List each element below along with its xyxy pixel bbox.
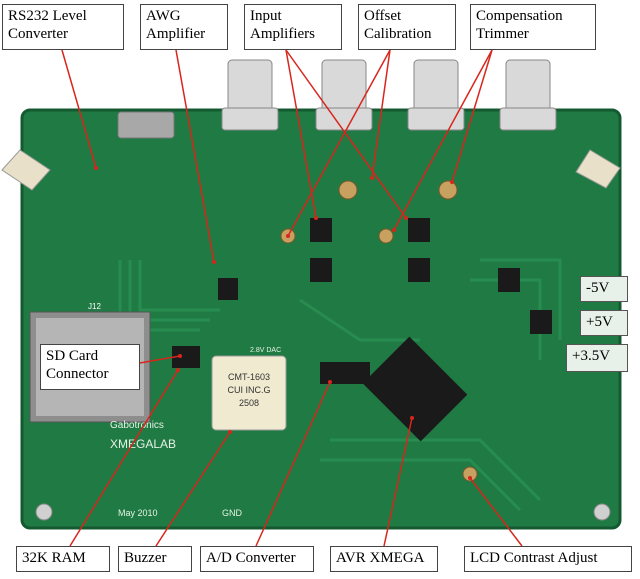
buzzer-text-2: CUI INC.G <box>227 385 270 395</box>
mounting-holes <box>35 503 611 521</box>
label-compensation-trimmer: Compensation Trimmer <box>470 4 596 50</box>
label-input-amplifiers: Input Amplifiers <box>244 4 342 50</box>
standoff-left <box>1 149 51 191</box>
dac-note: 2.8V DAC <box>250 347 281 354</box>
callout-arrows <box>61 49 523 547</box>
buzzer-text-1: CMT-1603 <box>228 372 270 382</box>
bnc-connectors <box>221 59 557 131</box>
standoff-right <box>575 149 621 189</box>
label-32k-ram: 32K RAM <box>16 546 110 572</box>
label-neg5v-text: -5V <box>586 280 610 296</box>
buzzer-component <box>211 355 287 431</box>
label-sd-line1: SD Card <box>46 348 99 364</box>
label-compensation-line2: Trimmer <box>476 26 529 42</box>
label-rs232-line1: RS232 Level <box>8 8 87 24</box>
label-adc-text: A/D Converter <box>206 550 296 566</box>
label-pos3v5-text: +3.5V <box>572 348 611 364</box>
label-input-line1: Input <box>250 8 282 24</box>
gnd-text: GND <box>222 508 243 518</box>
serial-connector <box>117 111 175 139</box>
model-text: XMEGALAB <box>110 437 176 451</box>
buzzer-text-3: 2508 <box>239 398 259 408</box>
brand-text: Gabotronics <box>110 420 164 431</box>
label-awg-line1: AWG <box>146 8 181 24</box>
label-pos5v: +5V <box>580 310 628 336</box>
avr-chip <box>362 336 468 442</box>
label-awg-line2: Amplifier <box>146 26 206 42</box>
label-buzzer-text: Buzzer <box>124 550 167 566</box>
sd-slot-ref: J12 <box>88 302 101 311</box>
label-avr-text: AVR XMEGA <box>336 550 425 566</box>
label-rs232-line2: Converter <box>8 26 68 42</box>
small-ics <box>218 218 552 334</box>
label-offset-line1: Offset <box>364 8 402 24</box>
label-compensation-line1: Compensation <box>476 8 563 24</box>
label-avr-xmega: AVR XMEGA <box>330 546 438 572</box>
label-ram-text: 32K RAM <box>22 550 86 566</box>
label-sd-line2: Connector <box>46 366 109 382</box>
label-sd-card-connector: SD Card Connector <box>40 344 140 390</box>
label-input-line2: Amplifiers <box>250 26 315 42</box>
ram-chip <box>172 346 200 368</box>
label-lcd-contrast-adjust: LCD Contrast Adjust <box>464 546 632 572</box>
adc-chip <box>320 362 370 384</box>
label-offset-calibration: Offset Calibration <box>358 4 456 50</box>
arrow-heads <box>94 166 472 480</box>
label-rs232-level-converter: RS232 Level Converter <box>2 4 124 50</box>
label-neg5v: -5V <box>580 276 628 302</box>
label-ad-converter: A/D Converter <box>200 546 314 572</box>
label-pos5v-text: +5V <box>586 314 613 330</box>
label-buzzer: Buzzer <box>118 546 192 572</box>
pcb-board <box>22 110 620 528</box>
label-awg-amplifier: AWG Amplifier <box>140 4 228 50</box>
label-lcd-text: LCD Contrast Adjust <box>470 550 598 566</box>
date-text: May 2010 <box>118 508 158 518</box>
label-offset-line2: Calibration <box>364 26 432 42</box>
label-pos3v5: +3.5V <box>566 344 628 372</box>
